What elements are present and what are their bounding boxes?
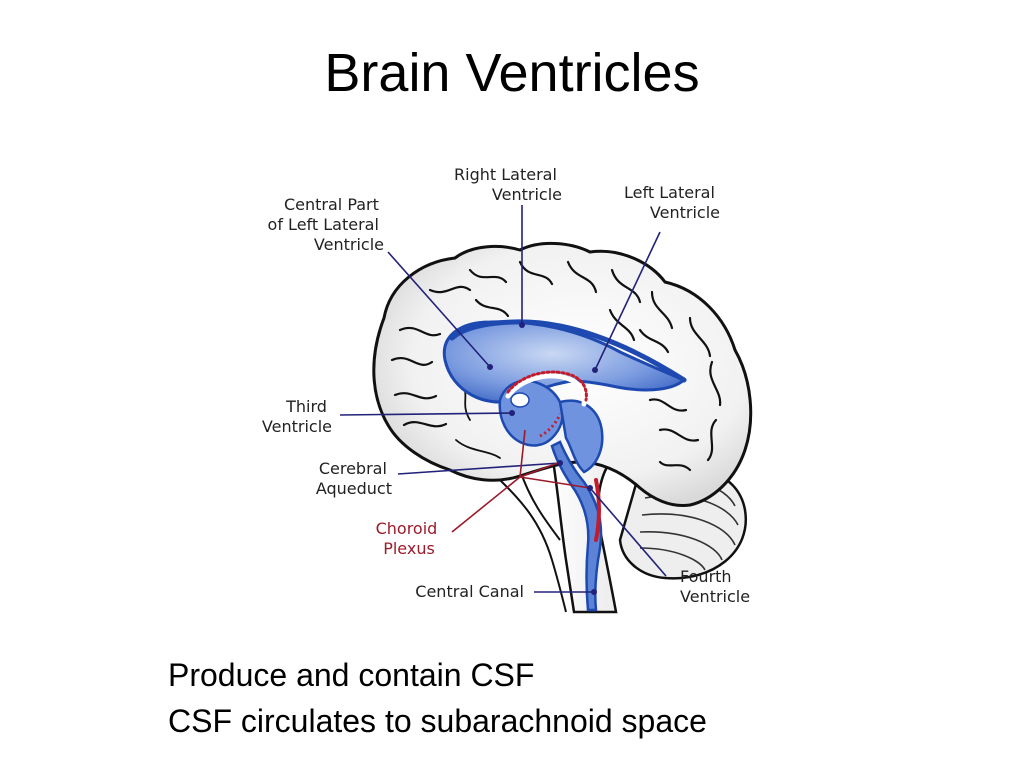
leader-aqueduct bbox=[397, 462, 561, 475]
label-left-lateral-ventricle: Left Lateral Ventricle bbox=[624, 183, 720, 222]
label-choroid-plexus: Choroid Plexus bbox=[376, 519, 443, 558]
label-right-lateral-ventricle: Right Lateral Ventricle bbox=[454, 165, 562, 204]
leader-central-part bbox=[387, 251, 491, 368]
bullet-item: Produce and contain CSF bbox=[168, 657, 535, 693]
bullet-item: CSF circulates to subarachnoid space bbox=[168, 703, 707, 739]
ventricular-system bbox=[442, 319, 687, 612]
bullet-list: Produce and contain CSF CSF circulates t… bbox=[168, 652, 707, 744]
label-third-ventricle: Third Ventricle bbox=[262, 397, 332, 436]
label-cerebral-aqueduct: Cerebral Aqueduct bbox=[316, 459, 392, 498]
leader-lines bbox=[339, 205, 667, 593]
label-fourth-ventricle: Fourth Ventricle bbox=[680, 567, 750, 606]
slide-title: Brain Ventricles bbox=[324, 43, 700, 103]
leader-fourth bbox=[589, 487, 667, 577]
leader-dots bbox=[487, 322, 598, 595]
choroid-leaders bbox=[451, 429, 591, 533]
leader-third bbox=[339, 412, 513, 416]
label-central-canal: Central Canal bbox=[415, 582, 524, 601]
leader-left-lateral bbox=[594, 231, 661, 371]
label-central-part: Central Part of Left Lateral Ventricle bbox=[268, 195, 384, 254]
